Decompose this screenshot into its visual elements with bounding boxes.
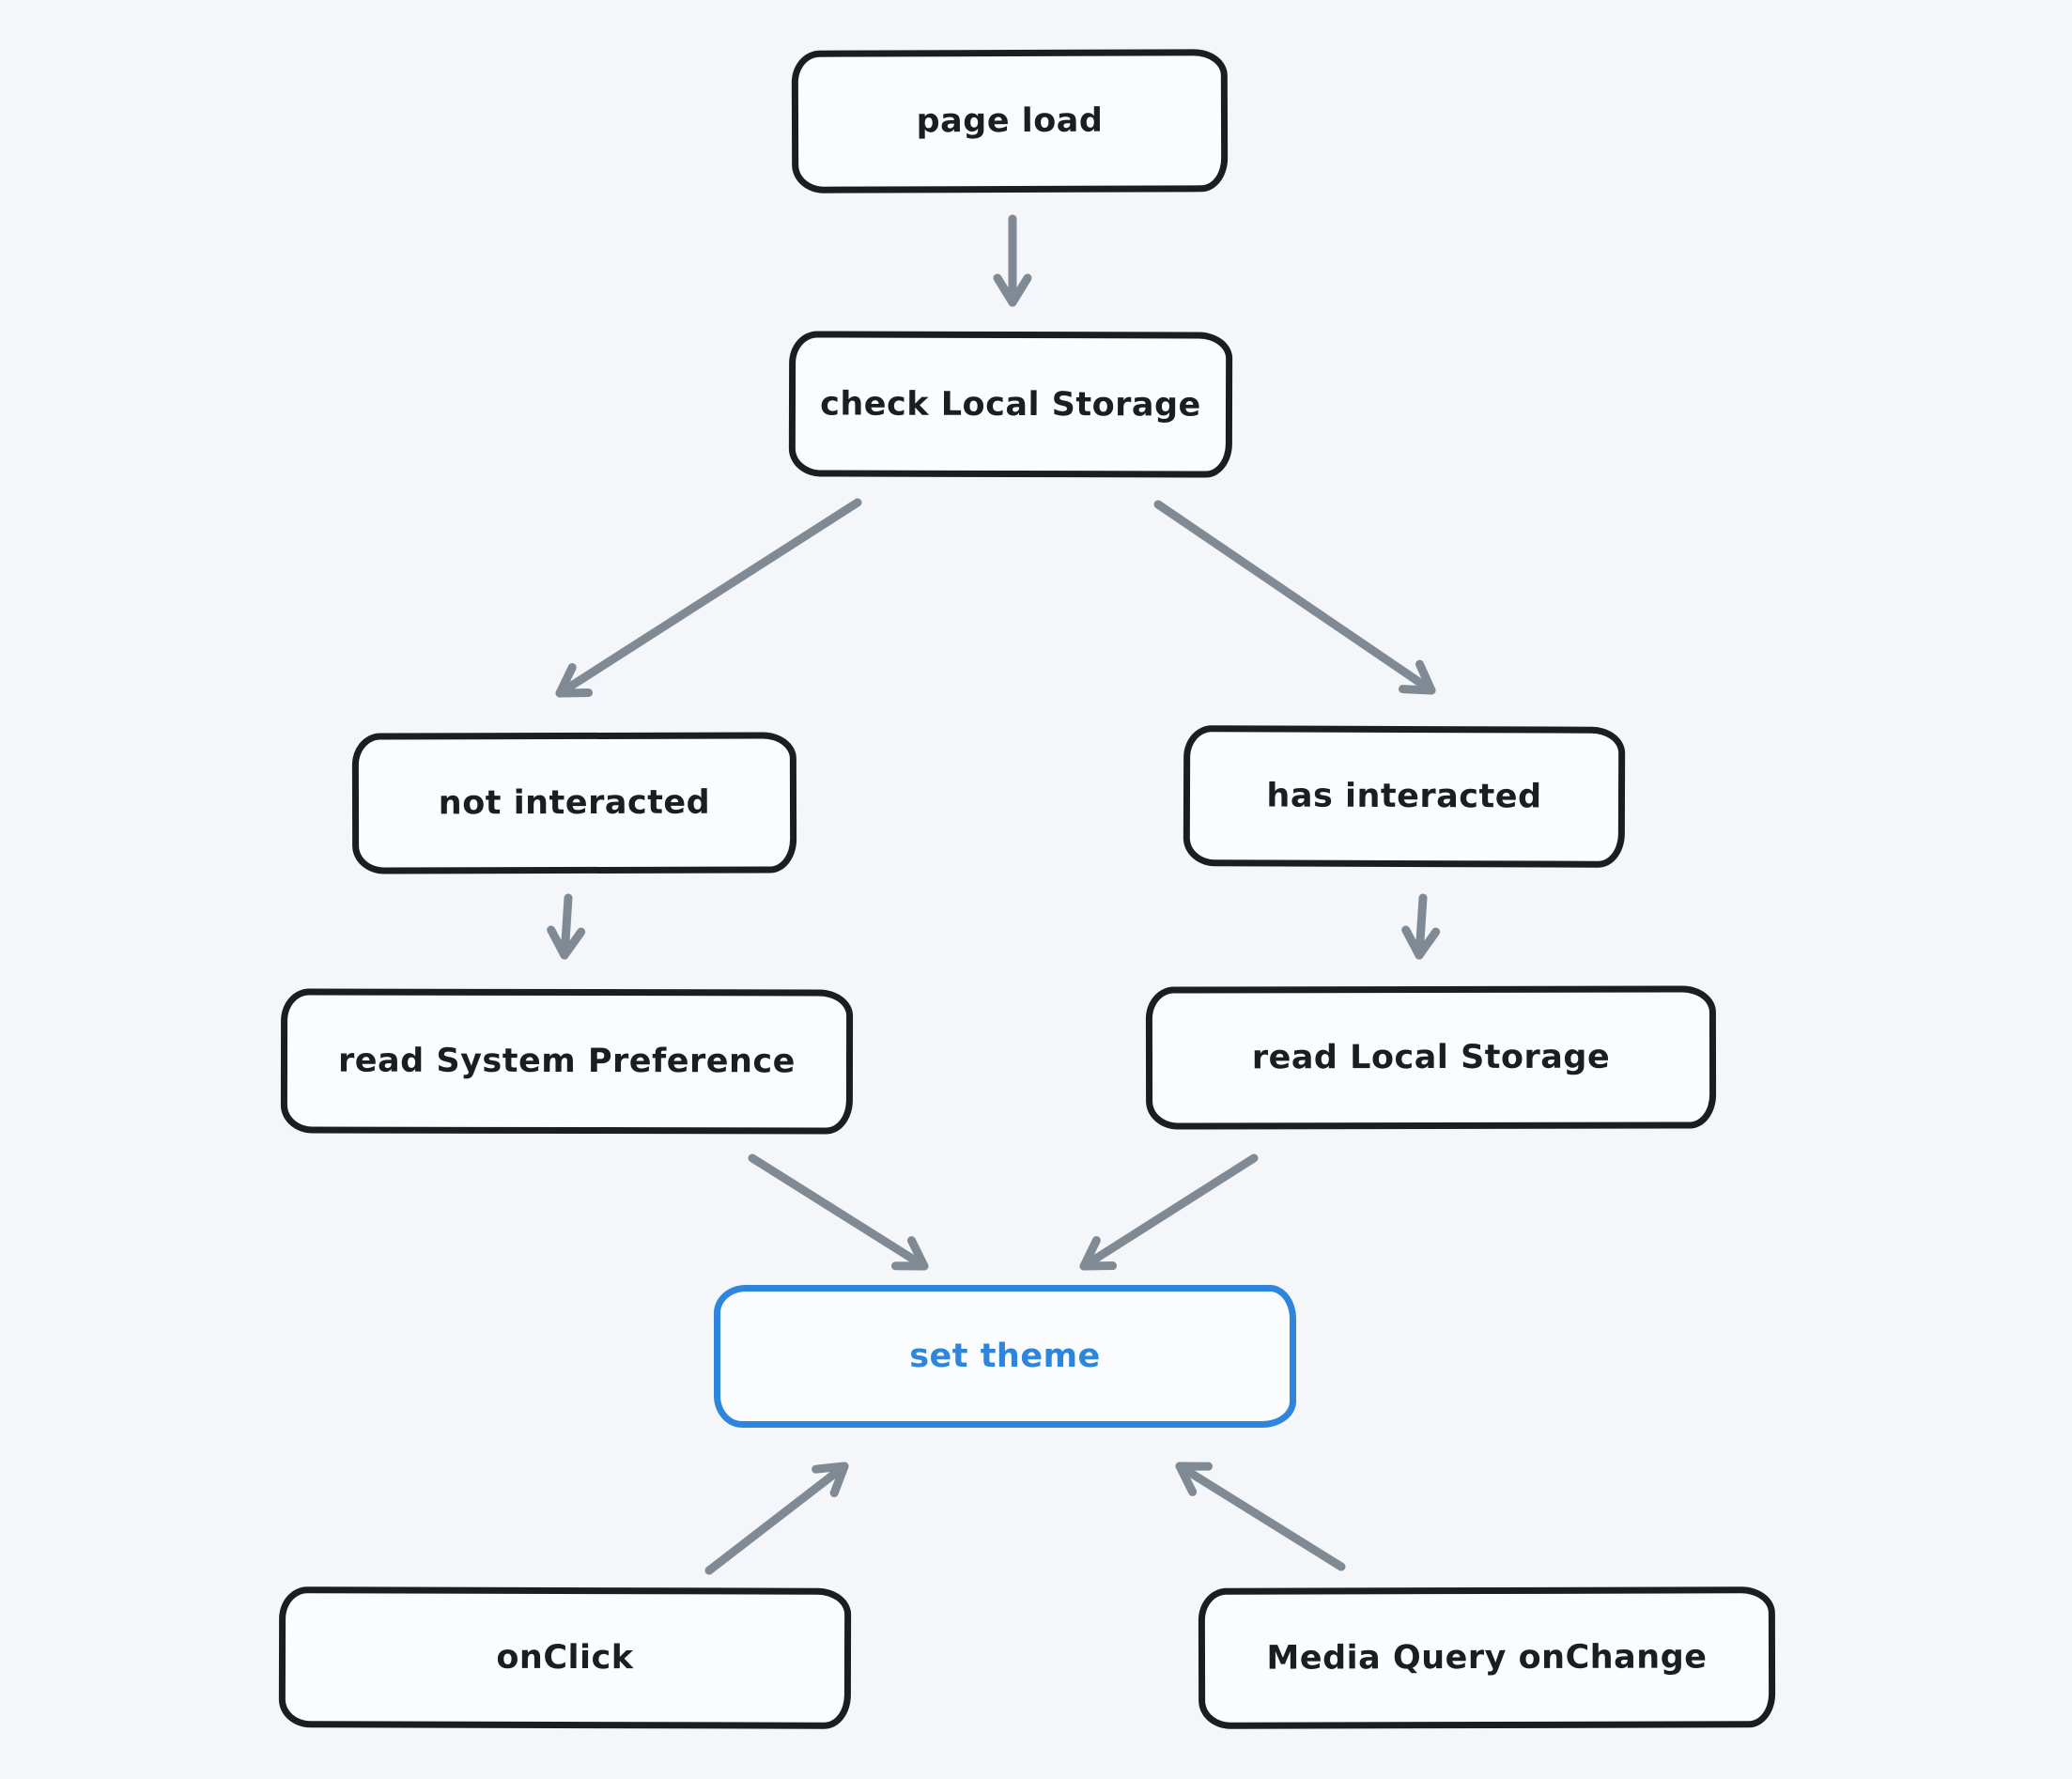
node-media-query-onchange: Media Query onChange <box>1198 1586 1776 1729</box>
node-not-interacted: not interacted <box>351 732 797 874</box>
arrow-not-interacted-to-read-system-preference <box>547 893 586 960</box>
node-check-local-storage-label: check Local Storage <box>820 384 1201 425</box>
arrow-check-local-storage-to-not-interacted <box>555 498 862 698</box>
node-has-interacted: has interacted <box>1183 725 1626 868</box>
arrow-onclick-to-set-theme <box>704 1462 849 1575</box>
node-read-local-storage-label: read Local Storage <box>1251 1038 1611 1077</box>
node-set-theme: set theme <box>714 1285 1296 1428</box>
node-page-load: page load <box>791 49 1229 193</box>
node-read-system-preference-label: read System Preference <box>338 1042 796 1081</box>
arrow-read-local-storage-to-set-theme <box>1079 1153 1259 1271</box>
node-read-system-preference: read System Preference <box>280 988 854 1135</box>
node-onclick: onClick <box>278 1586 852 1729</box>
node-read-local-storage: read Local Storage <box>1145 985 1717 1130</box>
arrow-has-interacted-to-read-local-storage <box>1401 893 1441 960</box>
arrow-check-local-storage-to-has-interacted <box>1153 500 1436 695</box>
node-set-theme-label: set theme <box>909 1338 1101 1375</box>
node-has-interacted-label: has interacted <box>1266 777 1542 816</box>
arrow-media-query-onchange-to-set-theme <box>1175 1462 1346 1571</box>
node-page-load-label: page load <box>916 101 1104 141</box>
node-media-query-onchange-label: Media Query onChange <box>1266 1638 1708 1678</box>
node-not-interacted-label: not interacted <box>438 783 711 823</box>
node-onclick-label: onClick <box>496 1638 634 1678</box>
arrow-read-system-preference-to-set-theme <box>748 1153 929 1271</box>
node-check-local-storage: check Local Storage <box>788 331 1233 478</box>
